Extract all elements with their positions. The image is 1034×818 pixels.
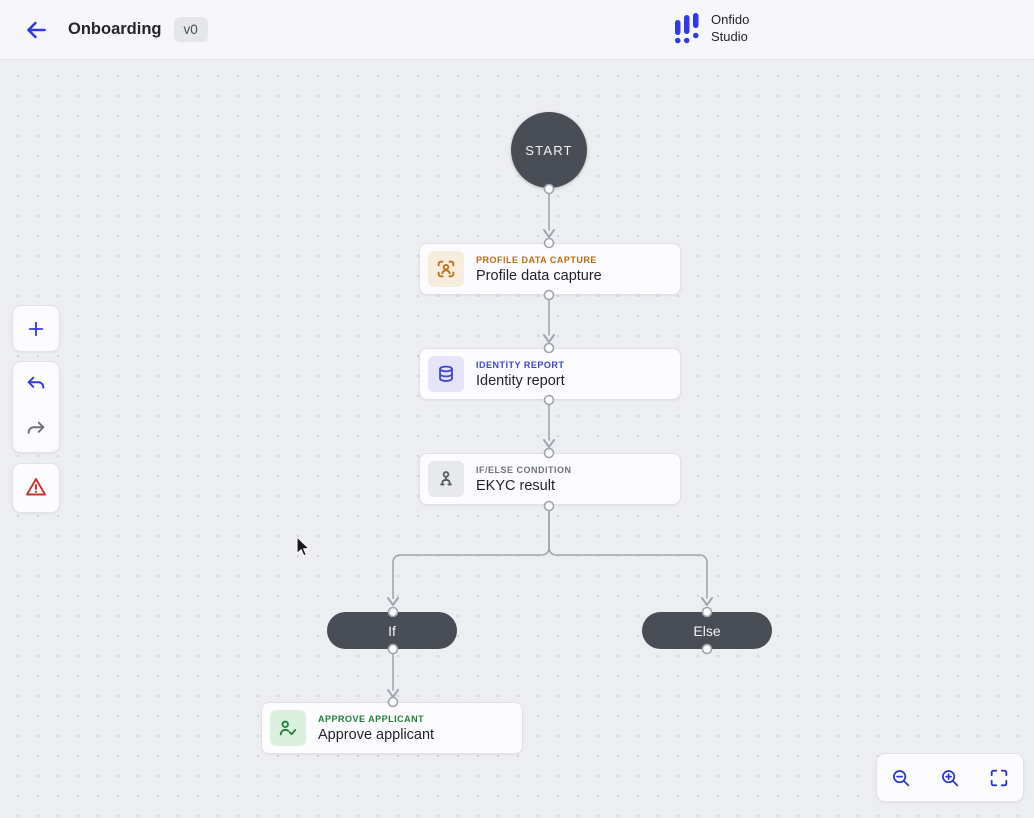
node-title: EKYC result [476, 477, 555, 494]
zoom-in-button[interactable] [930, 758, 970, 798]
arrow-left-icon [27, 21, 46, 38]
redo-icon [27, 421, 45, 434]
node-profile-data-capture[interactable]: PROFILE DATA CAPTURE Profile data captur… [419, 243, 681, 295]
node-title: Approve applicant [318, 726, 435, 743]
person-check-icon [270, 710, 306, 746]
node-category: APPROVE APPLICANT [318, 713, 425, 724]
back-button[interactable] [16, 10, 56, 50]
branch-if-label: If [388, 622, 396, 639]
zoom-in-icon [942, 769, 959, 786]
node-text: IDENTITY REPORT Identity report [476, 360, 565, 389]
node-approve-applicant[interactable]: APPROVE APPLICANT Approve applicant [261, 702, 523, 754]
node-title: Identity report [476, 372, 565, 389]
branch-if[interactable]: If [327, 612, 457, 649]
node-identity-report[interactable]: IDENTITY REPORT Identity report [419, 348, 681, 400]
branch-else-label: Else [693, 622, 721, 639]
person-scan-icon [428, 251, 464, 287]
node-title: Profile data capture [476, 267, 602, 284]
undo-button[interactable] [13, 362, 59, 407]
fit-screen-icon [990, 769, 1007, 786]
fit-screen-button[interactable] [979, 758, 1019, 798]
start-node[interactable]: START [511, 112, 587, 188]
start-label: START [525, 142, 573, 158]
node-text: APPROVE APPLICANT Approve applicant [318, 714, 434, 743]
brand-name: Onfido Studio [711, 12, 750, 44]
issues-toolbar [12, 463, 60, 513]
add-node-toolbar [12, 305, 60, 352]
undo-icon [27, 376, 45, 389]
redo-button[interactable] [13, 407, 59, 452]
page-title: Onboarding [68, 20, 162, 38]
workflow-canvas[interactable]: START PROFILE DATA CAPTURE Profile data … [0, 60, 1034, 818]
node-text: IF/ELSE CONDITION EKYC result [476, 465, 572, 494]
node-ekyc-result[interactable]: IF/ELSE CONDITION EKYC result [419, 453, 681, 505]
zoom-out-button[interactable] [881, 758, 921, 798]
zoom-out-icon [893, 769, 910, 786]
node-category: IF/ELSE CONDITION [476, 464, 572, 475]
mouse-cursor [296, 535, 311, 557]
brand-logo: Onfido Studio [674, 12, 749, 46]
database-icon [428, 356, 464, 392]
onfido-studio-logo-icon [675, 13, 699, 44]
branch-else[interactable]: Else [642, 612, 772, 649]
plus-icon [28, 321, 44, 336]
add-node-button[interactable] [13, 306, 59, 351]
node-category: PROFILE DATA CAPTURE [476, 254, 597, 265]
version-badge: v0 [173, 17, 208, 42]
node-text: PROFILE DATA CAPTURE Profile data captur… [476, 255, 602, 284]
node-category: IDENTITY REPORT [476, 359, 565, 370]
warning-triangle-icon [26, 478, 46, 496]
top-bar: Onboarding v0 Onfido Studio [0, 0, 1034, 60]
warnings-button[interactable] [13, 464, 59, 510]
zoom-toolbar [876, 753, 1024, 802]
history-toolbar [12, 361, 60, 453]
branch-icon [428, 461, 464, 497]
